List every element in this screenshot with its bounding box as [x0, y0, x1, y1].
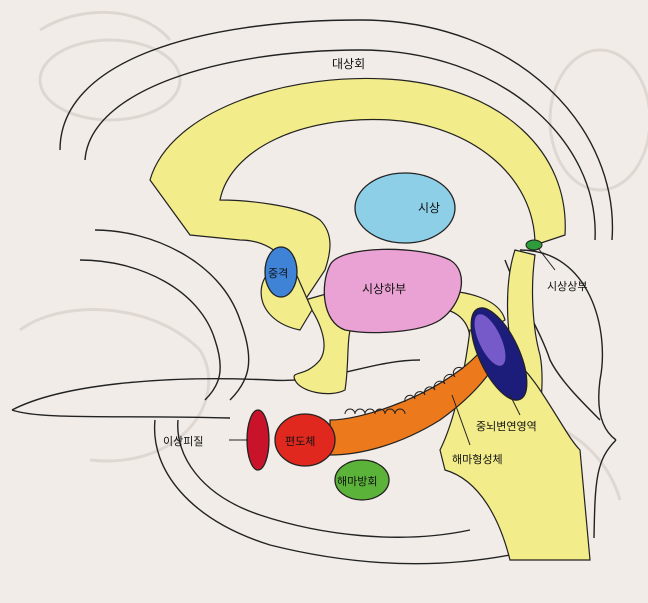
- septum-label: 중격: [268, 267, 288, 280]
- hippocampal-formation-label: 해마형성체: [452, 452, 503, 466]
- epithalamus: 시상상부: [526, 240, 587, 293]
- amygdala: 편도체: [275, 414, 335, 466]
- cingulate-label: 대상회: [332, 57, 365, 71]
- parahippocampal-gyrus: 해마방회: [335, 460, 389, 500]
- parahippocampal-label: 해마방회: [337, 474, 377, 488]
- thalamus-label: 시상: [418, 201, 440, 215]
- amygdala-label: 편도체: [285, 435, 315, 448]
- thalamus: 시상: [355, 173, 455, 243]
- midbrain-limbic-label: 중뇌변연영역: [476, 420, 537, 433]
- septum: 중격: [265, 247, 297, 297]
- epithalamus-label: 시상상부: [547, 280, 587, 293]
- hypothalamus-label: 시상하부: [362, 282, 406, 296]
- piriform-cortex-label: 이상피질: [163, 435, 203, 448]
- hypothalamus: 시상하부: [324, 249, 461, 332]
- piriform-cortex: 이상피질: [163, 410, 269, 470]
